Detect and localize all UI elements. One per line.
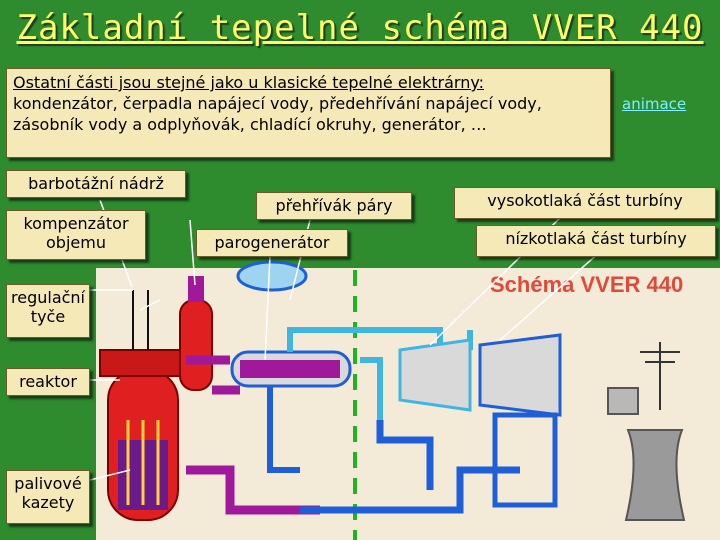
info-line-1: kondenzátor, čerpadla napájecí vody, pře… xyxy=(13,94,542,113)
primary-loop xyxy=(186,355,320,515)
schema-title: Schéma VVER 440 xyxy=(490,272,684,297)
label-pressurizer: kompenzátor objemu xyxy=(6,210,146,260)
label-hp-turbine: vysokotlaká část turbíny xyxy=(454,187,716,219)
reactor-vessel xyxy=(99,290,187,521)
transmission-pylon xyxy=(640,342,680,410)
animation-link[interactable]: animace xyxy=(622,95,687,113)
info-heading: Ostatní části jsou stejné jako u klasick… xyxy=(13,73,485,92)
cooling-tower xyxy=(624,429,686,521)
label-lp-turbine: nízkotlaká část turbíny xyxy=(476,225,716,257)
pressurizer xyxy=(179,276,213,391)
hp-turbine xyxy=(398,338,472,412)
label-reactor: reaktor xyxy=(6,368,90,396)
info-line-2: zásobník vody a odplyňovák, chladící okr… xyxy=(13,115,487,134)
label-control-rods: regulační tyče xyxy=(6,284,90,338)
feedwater-lines xyxy=(300,420,520,514)
label-steam-generator: parogenerátor xyxy=(196,229,348,257)
bubbler-tank xyxy=(236,260,308,292)
lp-turbine xyxy=(478,333,562,508)
label-bubbler-tank: barbotážní nádrž xyxy=(6,170,186,198)
label-superheater: přehřívák páry xyxy=(256,192,412,220)
generator xyxy=(607,387,639,415)
steam-generator xyxy=(230,350,352,473)
label-fuel-assemblies: palivové kazety xyxy=(6,470,90,524)
page-title: Základní tepelné schéma VVER 440 xyxy=(16,8,704,48)
info-box: Ostatní části jsou stejné jako u klasick… xyxy=(6,68,611,158)
